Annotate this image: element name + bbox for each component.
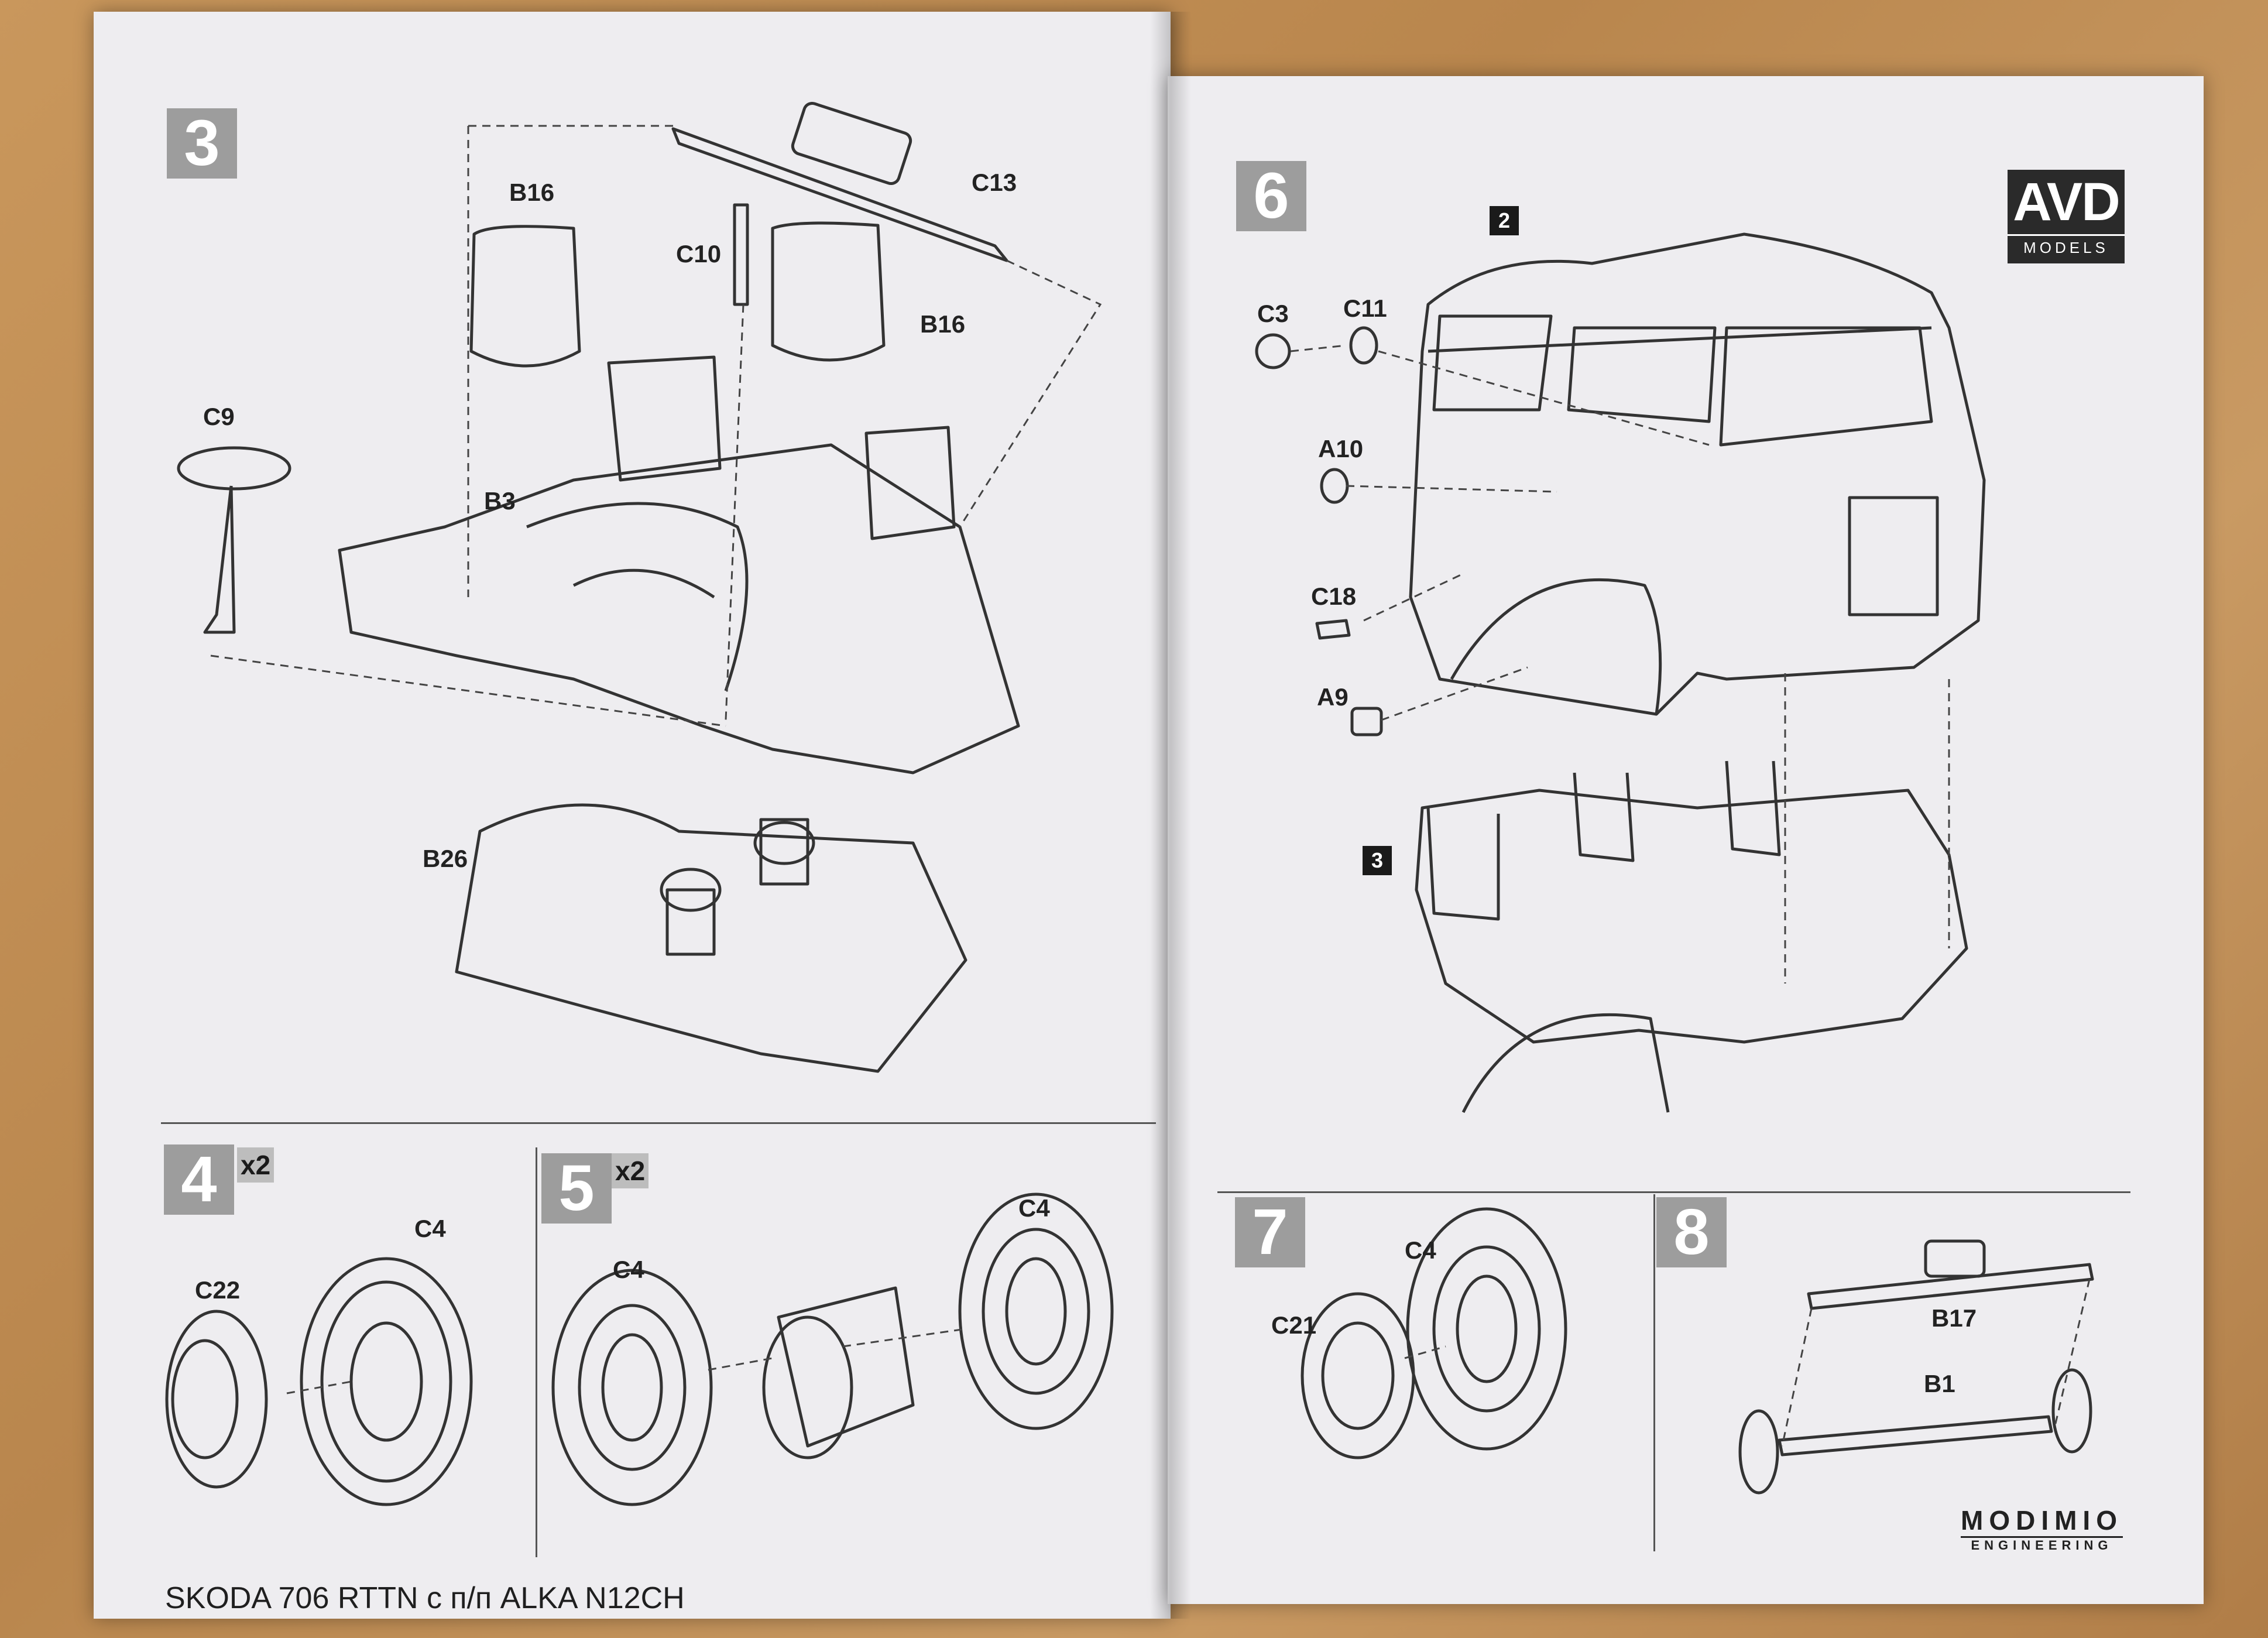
step-divider-horizontal-left [161, 1122, 1156, 1124]
brand-sub: MODELS [2008, 234, 2125, 259]
part-label-c22: C22 [195, 1276, 241, 1304]
step-4-number: 4 [164, 1144, 234, 1215]
maker-sub: ENGINEERING [1971, 1538, 2113, 1553]
step-4-multiplier: x2 [237, 1147, 275, 1183]
step-3-number: 3 [167, 108, 237, 179]
part-label-b17: B17 [1931, 1304, 1977, 1332]
step-divider-vertical-left [536, 1147, 537, 1557]
part-label-b1: B1 [1924, 1370, 1955, 1397]
step-5-number: 5 [541, 1153, 612, 1224]
step-divider-vertical-right [1653, 1194, 1655, 1551]
step-8-number: 8 [1656, 1197, 1727, 1267]
book-gutter [1150, 12, 1191, 1619]
part-label-c11: C11 [1343, 294, 1387, 322]
step-6-ref-2: 2 [1490, 206, 1519, 235]
part-label-c4-step5-left: C4 [613, 1256, 644, 1283]
part-label-c18: C18 [1311, 582, 1357, 610]
part-label-c3: C3 [1257, 300, 1289, 327]
brand-name: AVD [2013, 172, 2120, 232]
step-7-number: 7 [1235, 1197, 1305, 1267]
part-label-b16-right: B16 [920, 310, 966, 338]
part-label-b26: B26 [423, 845, 468, 872]
part-label-c13: C13 [972, 169, 1017, 196]
part-label-c9: C9 [203, 403, 235, 430]
part-label-c4-step5-right: C4 [1018, 1194, 1050, 1222]
step-5-multiplier: x2 [612, 1153, 649, 1188]
part-label-c4-step7: C4 [1405, 1236, 1436, 1264]
avd-models-logo: AVD MODELS [2008, 170, 2125, 263]
maker-name: MODIMIO [1961, 1505, 2123, 1538]
part-label-c21: C21 [1271, 1311, 1317, 1339]
part-label-c4-step4: C4 [414, 1215, 446, 1242]
part-label-b3: B3 [484, 487, 516, 515]
part-label-b16-left: B16 [509, 179, 555, 206]
part-label-a9: A9 [1317, 683, 1349, 711]
kit-title: SKODA 706 RTTN с п/п ALKA N12CH [165, 1581, 685, 1615]
step-6-number: 6 [1236, 161, 1306, 231]
right-page [1168, 76, 2204, 1604]
part-label-a10: A10 [1318, 435, 1364, 462]
modimio-engineering-logo: MODIMIO ENGINEERING [1961, 1505, 2123, 1553]
part-label-c10: C10 [676, 240, 722, 268]
step-6-ref-3: 3 [1363, 846, 1392, 875]
step-divider-horizontal-right [1217, 1191, 2130, 1193]
